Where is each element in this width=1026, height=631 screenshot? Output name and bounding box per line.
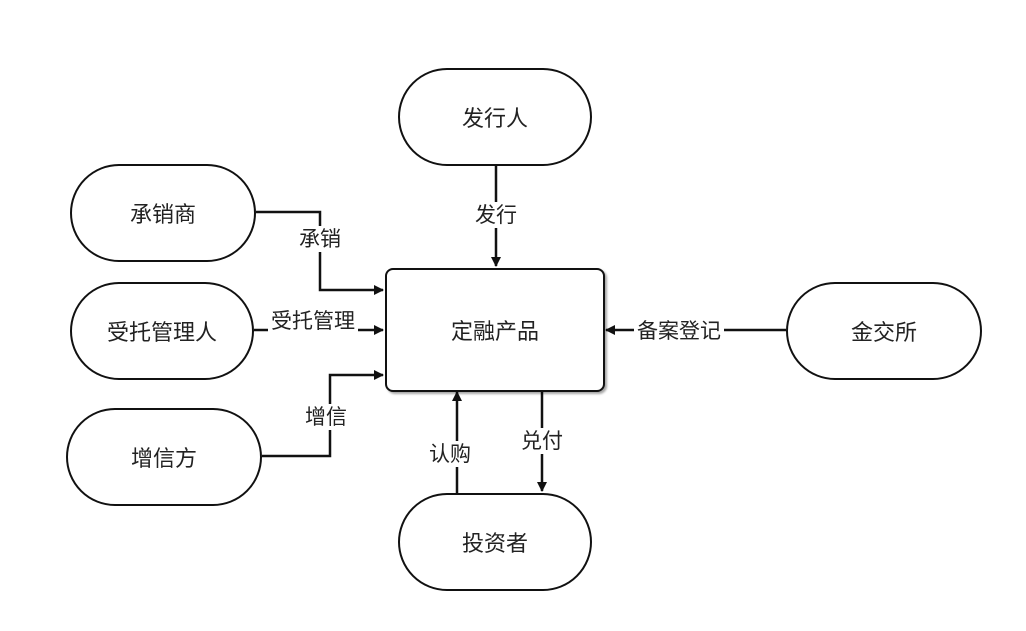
node-issuer-label: 发行人 xyxy=(461,107,528,132)
node-underwriter-label: 承销商 xyxy=(129,203,196,228)
edge-label-filing: 备案登记 xyxy=(634,318,724,344)
node-guarantor-label: 增信方 xyxy=(130,447,197,472)
node-exchange: 金交所 xyxy=(786,282,982,380)
edge-label-redeem: 兑付 xyxy=(518,428,566,454)
node-product: 定融产品 xyxy=(385,268,605,392)
node-underwriter: 承销商 xyxy=(70,164,256,262)
edge-label-trust-manage: 受托管理 xyxy=(268,308,358,334)
edge-label-credit-enhance: 增信 xyxy=(302,404,350,430)
node-guarantor: 增信方 xyxy=(66,408,262,506)
edge-label-issue: 发行 xyxy=(472,202,520,228)
edge-label-subscribe: 认购 xyxy=(426,441,474,467)
node-exchange-label: 金交所 xyxy=(850,321,917,346)
node-investor-label: 投资者 xyxy=(461,532,528,557)
node-trustee-label: 受托管理人 xyxy=(106,321,217,346)
node-trustee: 受托管理人 xyxy=(70,282,254,380)
edge-label-underwrite: 承销 xyxy=(296,226,344,252)
node-investor: 投资者 xyxy=(398,493,592,591)
node-product-label: 定融产品 xyxy=(450,320,539,345)
node-issuer: 发行人 xyxy=(398,68,592,166)
